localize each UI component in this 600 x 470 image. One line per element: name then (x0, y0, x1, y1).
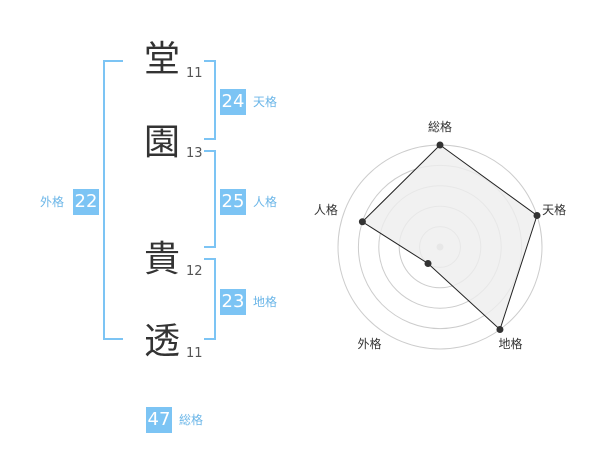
gaikaku-bracket (103, 60, 123, 340)
jinkaku-bracket (204, 150, 216, 248)
stroke-count-3: 12 (186, 264, 203, 279)
tenkaku-score: 24 (220, 89, 246, 115)
radar-point-3 (496, 326, 504, 334)
tenkaku-bracket (204, 60, 216, 140)
radar-point-1 (436, 141, 444, 149)
radar-axis-label-4: 外格 (357, 336, 381, 351)
stroke-count-4: 11 (186, 346, 203, 361)
stroke-count-1: 11 (186, 66, 203, 81)
chikaku-score: 23 (220, 289, 246, 315)
tenkaku-label: 天格 (253, 95, 278, 109)
chikaku-label: 地格 (253, 295, 278, 309)
radar-point-4 (424, 260, 432, 268)
stroke-count-2: 13 (186, 146, 203, 161)
jinkaku-score: 25 (220, 189, 246, 215)
gaikaku-label: 外格 (40, 195, 65, 209)
name-char-2: 園 (143, 122, 180, 163)
chikaku-bracket (204, 258, 216, 340)
radar-axis-label-2: 天格 (542, 202, 566, 217)
radar-point-5 (358, 218, 366, 226)
radar-point-2 (533, 211, 541, 219)
gaikaku-score: 22 (73, 189, 99, 215)
name-char-3: 貴 (143, 239, 180, 280)
radar-axis-label-1: 総格 (428, 119, 452, 134)
radar-axis-label-3: 地格 (499, 336, 523, 351)
name-char-1: 堂 (143, 39, 180, 80)
radar-polygon (361, 144, 538, 331)
soukaku-score: 47 (146, 407, 172, 433)
jinkaku-label: 人格 (253, 195, 278, 209)
soukaku-label: 総格 (179, 413, 204, 427)
radar-axis-label-5: 人格 (314, 202, 338, 217)
name-char-4: 透 (143, 321, 180, 362)
